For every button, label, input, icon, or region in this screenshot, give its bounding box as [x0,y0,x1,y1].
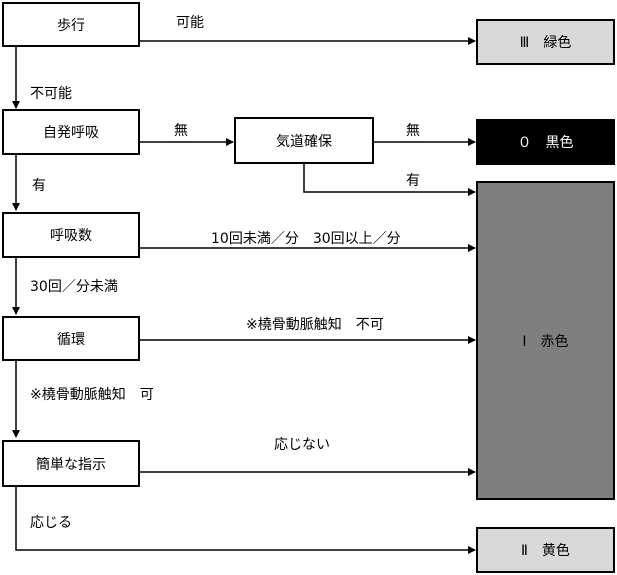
arrow-instr-to-yellow [15,487,476,554]
label-resp-abnormal: 10回未満／分 30回以上／分 [211,231,401,247]
circulation-box: 循環 [2,316,140,361]
arrow-airway-to-red [303,164,476,196]
label-pulse-present: ※橈骨動脈触知 可 [30,387,154,403]
label-resp-normal: 30回／分未満 [30,279,118,295]
label-walk-possible: 可能 [176,15,204,31]
label-breath-yes: 有 [32,178,46,194]
red-category-box: Ⅰ 赤色 [476,181,615,500]
label-airway-none: 無 [406,123,420,139]
yellow-category-box: Ⅱ 黄色 [476,527,615,573]
label-pulse-absent: ※橈骨動脈触知 不可 [246,317,384,333]
airway-box: 気道確保 [234,117,374,164]
green-category-box: Ⅲ 緑色 [476,19,615,65]
simple-instr-box: 簡単な指示 [2,440,140,487]
spont-breath-box: 自発呼吸 [2,109,140,155]
label-airway-yes: 有 [406,173,420,189]
walk-box: 歩行 [2,2,140,47]
black-category-box: ０ 黒色 [476,119,615,165]
label-responds: 応じる [30,515,72,531]
label-breath-none: 無 [174,123,188,139]
resp-rate-box: 呼吸数 [2,212,140,258]
label-no-response: 応じない [274,437,330,453]
label-walk-impossible: 不可能 [30,86,72,102]
